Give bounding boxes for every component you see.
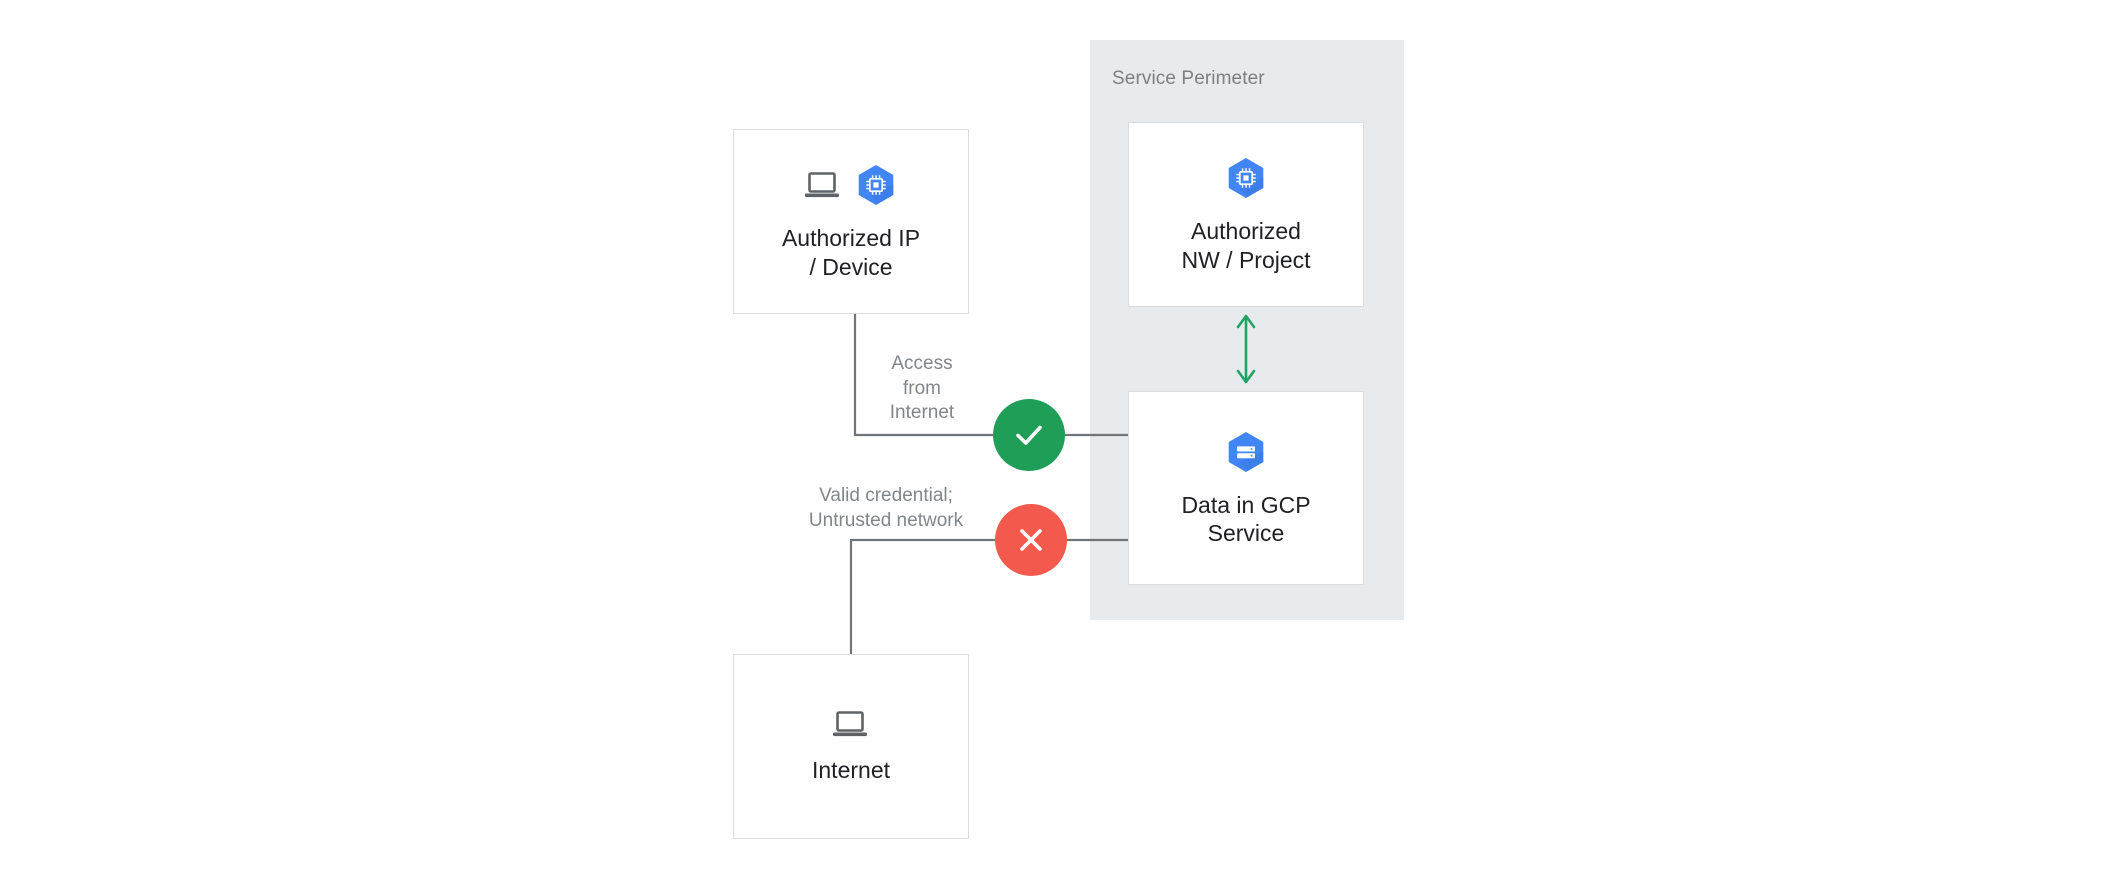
- node-data-in-gcp-service[interactable]: Data in GCP Service: [1128, 391, 1364, 585]
- gcp-compute-hexagon-icon: [858, 165, 894, 205]
- node-icon-group: [1223, 429, 1269, 475]
- status-badge-denied[interactable]: [995, 504, 1067, 576]
- laptop-icon: [833, 711, 867, 737]
- laptop-icon: [805, 172, 839, 198]
- edge-label-denied-path: Valid credential; Untrusted network: [808, 485, 964, 531]
- edge-label-allowed-path: Access from Internet: [889, 353, 955, 423]
- status-badge-allowed[interactable]: [993, 399, 1065, 471]
- node-icon-group: [831, 708, 871, 740]
- node-icon-group: [1223, 155, 1269, 201]
- node-label-internet: Internet: [812, 757, 890, 784]
- node-authorized-ip-device[interactable]: Authorized IP / Device: [733, 129, 969, 314]
- node-internet[interactable]: Internet: [733, 654, 969, 839]
- node-label-authorized-nw-project: Authorized NW / Project: [1181, 218, 1311, 273]
- node-label-data-in-gcp-service: Data in GCP Service: [1181, 491, 1311, 547]
- service-perimeter-label: Service Perimeter: [1112, 68, 1265, 89]
- wire-denied-path: [849, 538, 1129, 654]
- gcp-storage-hexagon-icon: [1228, 431, 1264, 472]
- node-icon-group: [803, 162, 899, 208]
- gcp-compute-hexagon-icon: [1228, 158, 1264, 198]
- check-icon: [1016, 425, 1042, 445]
- node-authorized-nw-project[interactable]: Authorized NW / Project: [1128, 122, 1364, 307]
- node-label-authorized-ip-device: Authorized IP / Device: [781, 225, 921, 280]
- close-icon: [1020, 529, 1042, 551]
